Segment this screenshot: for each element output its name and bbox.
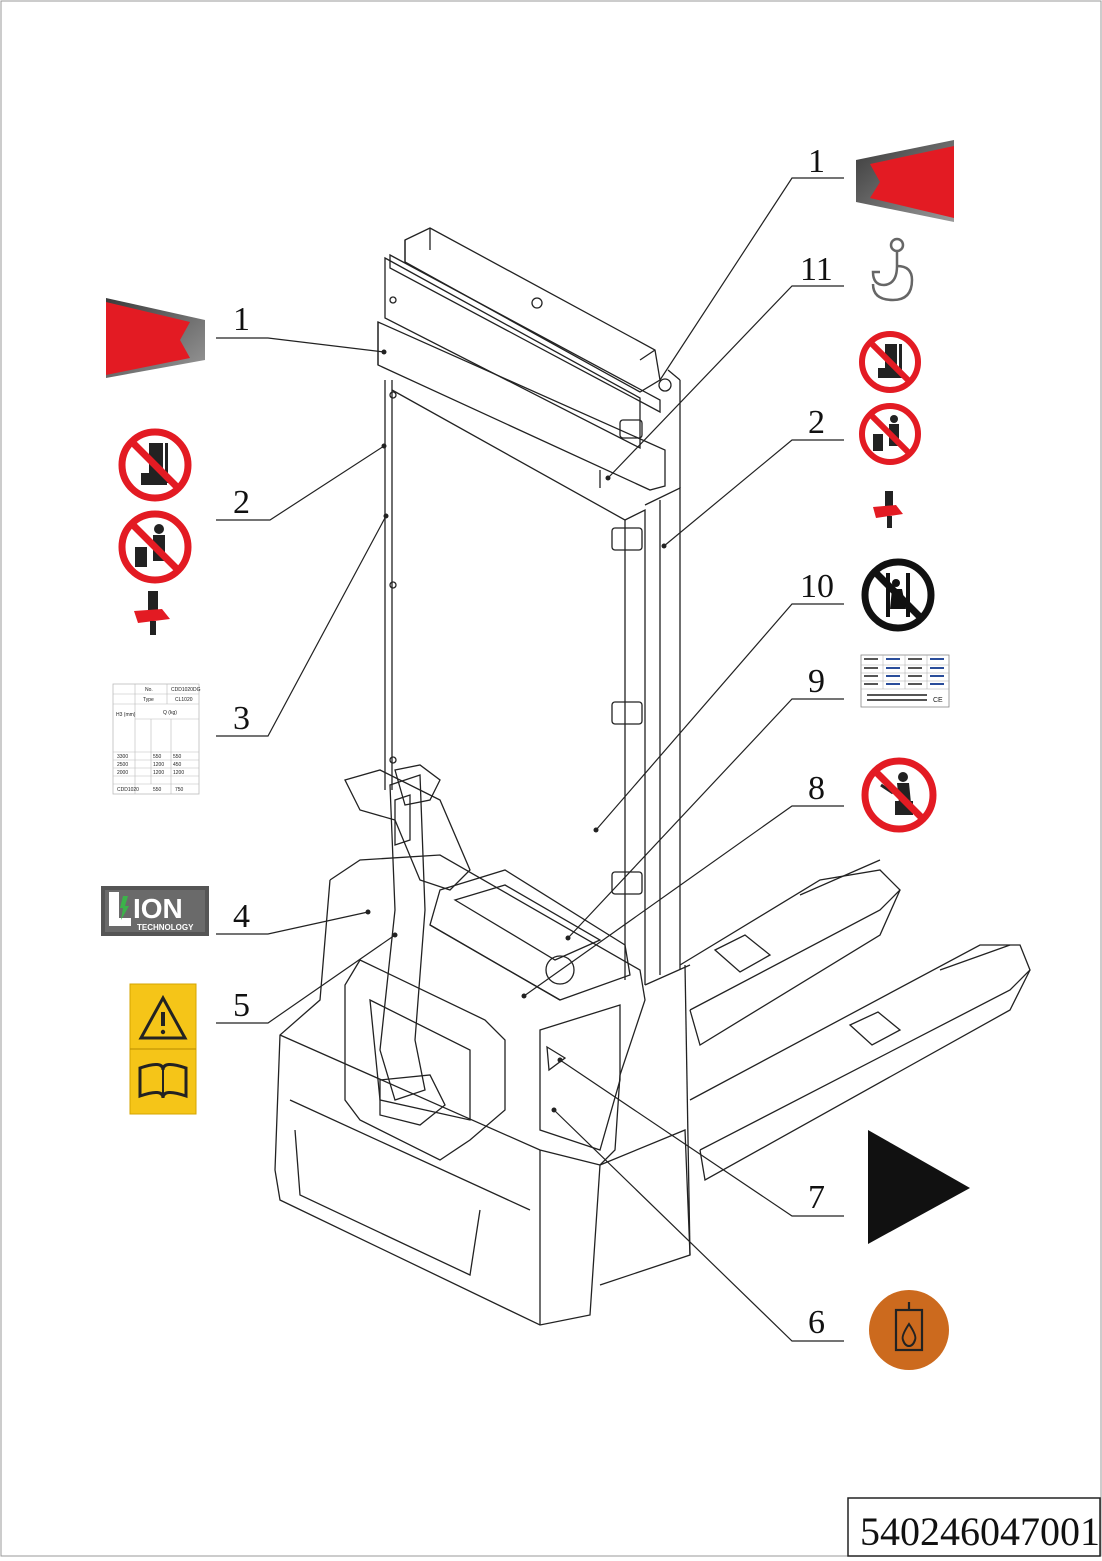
leader-right-9 xyxy=(567,698,844,939)
document-number: 540246047001 xyxy=(860,1509,1100,1554)
leader-left-2 xyxy=(216,445,385,521)
leader-lines xyxy=(216,177,844,1342)
callout-left-4: 4 xyxy=(233,898,250,935)
hydraulic-oil-icon xyxy=(869,1290,949,1370)
load-chart-cell: 750 xyxy=(175,787,184,793)
reflective-wedge-icon xyxy=(856,140,954,222)
lion-technology-logo: ION TECHNOLOGY xyxy=(101,886,209,936)
reflective-wedge-icon xyxy=(106,298,205,378)
leader-right-7 xyxy=(559,1059,844,1217)
callout-right-8: 8 xyxy=(808,770,825,807)
read-manual-warning-label xyxy=(129,983,197,1115)
load-chart-cell: 2500 xyxy=(117,762,128,768)
callout-left-1: 1 xyxy=(233,301,250,338)
callout-right-7: 7 xyxy=(808,1179,825,1216)
load-chart-type-value: CL1020 xyxy=(175,697,193,703)
load-chart-cell: 3300 xyxy=(117,754,128,760)
callout-numbers: 1 2 3 4 5 1 11 2 10 9 8 7 6 xyxy=(233,143,834,1341)
hand-crush-warning-icon xyxy=(873,491,903,528)
leader-right-6 xyxy=(553,1109,844,1342)
warning-triangle-icon xyxy=(138,994,188,1040)
no-person-under-load-icon xyxy=(118,510,192,584)
callout-right-9: 9 xyxy=(808,663,825,700)
load-chart-cell: CDD1020 xyxy=(117,787,139,793)
direction-arrow-icon xyxy=(868,1130,970,1244)
load-chart-cell: 1200 xyxy=(153,770,164,776)
load-chart-cell: 450 xyxy=(173,762,182,768)
no-person-under-load-icon xyxy=(859,403,921,465)
lion-logo-main: ION xyxy=(133,893,183,924)
load-chart-col-type: Type xyxy=(143,697,154,703)
no-riding-icon xyxy=(861,757,937,833)
load-chart-cell: 2000 xyxy=(117,770,128,776)
leader-dots xyxy=(365,349,667,1113)
load-chart-q-header: Q (kg) xyxy=(163,710,177,716)
no-standing-under-forks-icon xyxy=(118,428,192,502)
book-icon xyxy=(138,1063,188,1099)
leader-left-3 xyxy=(216,515,387,737)
nameplate-label: CE xyxy=(860,654,950,708)
callout-left-5: 5 xyxy=(233,987,250,1024)
callout-right-11: 11 xyxy=(800,251,833,288)
ce-mark: CE xyxy=(933,697,943,704)
callout-left-3: 3 xyxy=(233,700,250,737)
hand-crush-warning-icon xyxy=(134,591,170,635)
callout-left-2: 2 xyxy=(233,484,250,521)
document-number-box: 540246047001 xyxy=(847,1497,1101,1557)
leader-left-1 xyxy=(216,337,385,353)
no-standing-under-forks-icon xyxy=(859,331,921,393)
load-chart-cell: 550 xyxy=(153,754,162,760)
load-chart-cell: 1200 xyxy=(153,762,164,768)
leader-right-11 xyxy=(607,285,844,479)
load-chart-cell: 1200 xyxy=(173,770,184,776)
callout-right-10: 10 xyxy=(800,568,834,605)
leader-left-4 xyxy=(216,911,369,935)
leader-right-8 xyxy=(523,805,844,997)
leader-right-2 xyxy=(663,439,844,547)
stacker-drawing xyxy=(274,227,1031,1326)
load-chart-cell: 550 xyxy=(173,754,182,760)
no-reaching-through-mast-icon xyxy=(861,558,935,632)
leader-left-5 xyxy=(216,934,396,1024)
callout-right-2: 2 xyxy=(808,404,825,441)
load-chart-label: No. Type CDD1020DG CL1020 H3 (mm) Q (kg)… xyxy=(112,683,201,795)
load-chart-col-no: No. xyxy=(145,687,153,693)
callout-right-1: 1 xyxy=(808,143,825,180)
lifting-hook-icon xyxy=(871,237,914,302)
load-chart-cell: 550 xyxy=(153,787,162,793)
lion-logo-sub: TECHNOLOGY xyxy=(137,923,194,932)
leader-right-1 xyxy=(659,177,844,381)
load-chart-no-value: CDD1020DG xyxy=(171,687,201,693)
callout-right-6: 6 xyxy=(808,1304,825,1341)
load-chart-row-label: H3 (mm) xyxy=(116,712,136,718)
leader-right-10 xyxy=(595,603,844,831)
